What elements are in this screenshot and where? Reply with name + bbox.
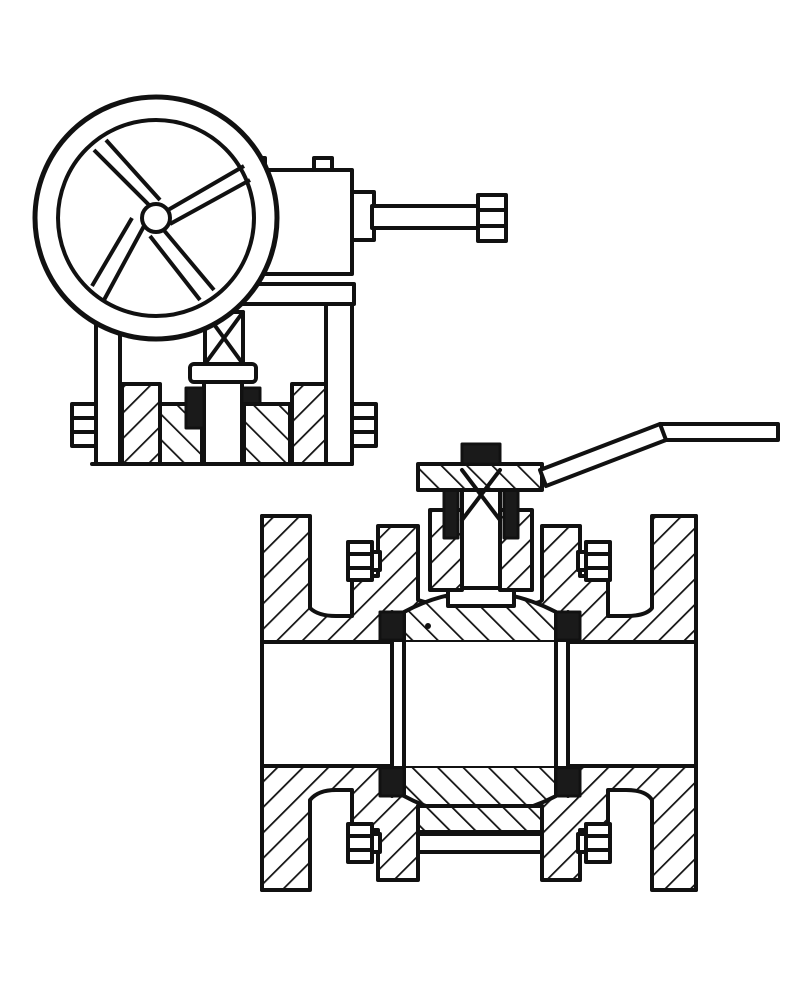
stem-packing-left xyxy=(442,488,460,540)
stem-packing-right xyxy=(502,488,520,540)
right-inner-section xyxy=(242,402,292,466)
right-upper-seat xyxy=(554,610,582,642)
bolt-icon xyxy=(576,822,612,864)
lever-hub xyxy=(416,462,544,492)
bolt-icon xyxy=(476,193,508,243)
bolt-icon xyxy=(70,402,98,448)
bolt-icon xyxy=(576,540,612,582)
bolt-icon xyxy=(346,822,544,864)
handwheel-icon xyxy=(32,94,280,342)
right-bonnet-section xyxy=(290,382,328,466)
stem-icon xyxy=(202,380,244,466)
lower-trunnion xyxy=(416,804,544,834)
right-pillar xyxy=(324,302,354,466)
left-upper-seat xyxy=(378,610,406,642)
input-shaft xyxy=(370,204,482,230)
left-bonnet-section xyxy=(120,382,162,466)
ball-valve-section-view xyxy=(260,422,780,892)
bolt-icon xyxy=(346,540,382,582)
gear-operator-view xyxy=(32,94,508,466)
right-lower-seat xyxy=(554,766,582,798)
ball-icon xyxy=(390,590,570,818)
left-lower-seat xyxy=(378,766,406,798)
hub-cap xyxy=(460,442,502,466)
bolt-icon xyxy=(350,402,378,448)
gearbox-vent-plug xyxy=(312,156,334,172)
stem-collar xyxy=(188,362,258,384)
left-packing xyxy=(184,386,206,430)
lever-icon xyxy=(538,422,780,488)
stem-collar xyxy=(446,586,516,608)
